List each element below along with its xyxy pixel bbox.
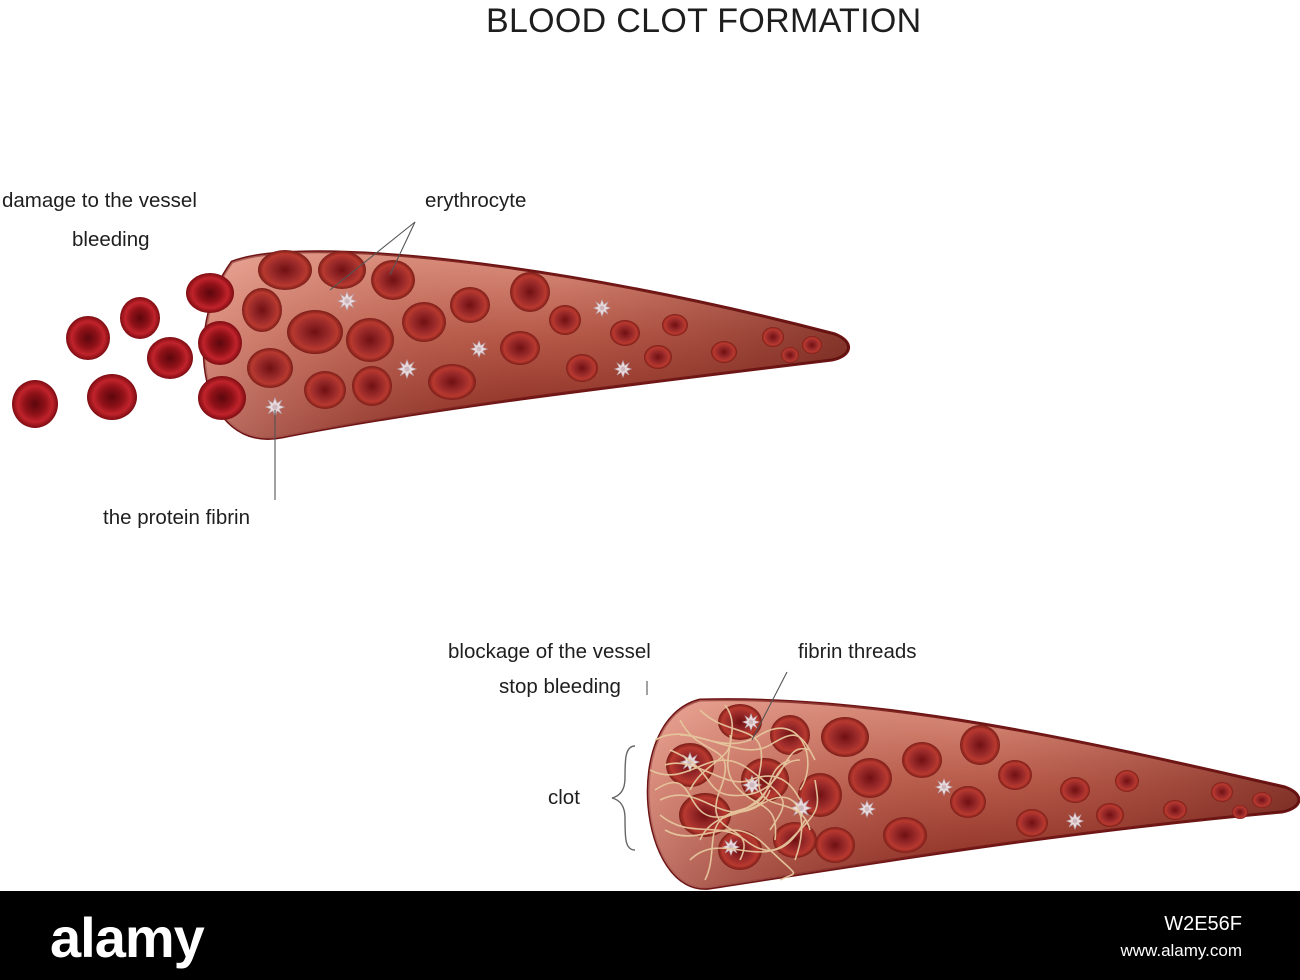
erythrocyte-icon — [1096, 803, 1124, 827]
erythrocyte-icon — [258, 250, 312, 290]
erythrocyte-icon — [247, 348, 293, 388]
label-bleeding: bleeding — [72, 228, 150, 251]
erythrocyte-icon — [450, 287, 490, 323]
erythrocyte-icon — [1060, 777, 1090, 803]
diagram-title: BLOOD CLOT FORMATION — [486, 2, 922, 40]
spilled-erythrocytes — [12, 273, 246, 428]
erythrocyte-icon — [242, 288, 282, 332]
erythrocyte-icon — [87, 374, 137, 420]
platelet-icon — [935, 778, 953, 796]
erythrocyte-icon — [287, 310, 343, 354]
erythrocyte-icon — [848, 758, 892, 798]
erythrocyte-icon — [960, 725, 1000, 765]
platelet-icon — [742, 713, 760, 731]
erythrocyte-icon — [549, 305, 581, 335]
platelet-icon — [1066, 812, 1084, 830]
alamy-logo: alamy — [50, 906, 205, 969]
clot-bracket-icon — [611, 745, 636, 851]
erythrocyte-icon — [428, 364, 476, 400]
erythrocyte-icon — [1252, 792, 1272, 808]
erythrocyte-icon — [610, 320, 640, 346]
erythrocyte-icon — [346, 318, 394, 362]
label-fibrin-threads: fibrin threads — [798, 640, 917, 663]
erythrocyte-icon — [644, 345, 672, 369]
bottom-leader-lines — [646, 671, 788, 741]
erythrocyte-icon — [500, 331, 540, 365]
erythrocyte-icon — [902, 742, 942, 778]
label-stop-bleeding: stop bleeding — [499, 675, 621, 698]
platelet-icon — [470, 340, 488, 358]
erythrocyte-icon — [402, 302, 446, 342]
platelet-icon — [614, 360, 632, 378]
erythrocyte-icon — [198, 376, 246, 420]
label-damage: damage to the vessel — [2, 189, 197, 212]
label-blockage: blockage of the vessel — [448, 640, 651, 663]
erythrocyte-icon — [802, 336, 822, 354]
erythrocyte-icon — [883, 817, 927, 853]
image-id: W2E56F — [1164, 913, 1242, 935]
erythrocyte-icon — [1211, 782, 1233, 802]
erythrocyte-icon — [711, 341, 737, 363]
label-clot: clot — [548, 786, 580, 809]
label-protein-fibrin: the protein fibrin — [103, 506, 251, 529]
bottom-erythrocytes — [666, 704, 1272, 870]
source-url: www.alamy.com — [1120, 941, 1242, 960]
vessel-bottom — [611, 671, 1300, 890]
erythrocyte-icon — [66, 316, 110, 360]
platelet-icon — [722, 838, 740, 856]
erythrocyte-icon — [371, 260, 415, 300]
erythrocyte-icon — [781, 347, 799, 363]
platelet-icon — [337, 291, 357, 311]
erythrocyte-icon — [120, 297, 160, 339]
fibrin-threads-mesh — [649, 704, 819, 881]
platelet-icon — [397, 359, 417, 379]
erythrocyte-icon — [352, 366, 392, 406]
erythrocyte-icon — [198, 321, 242, 365]
erythrocyte-icon — [1016, 809, 1048, 837]
erythrocyte-icon — [304, 371, 346, 409]
inner-erythrocytes — [242, 250, 822, 409]
erythrocyte-icon — [318, 251, 366, 289]
watermark-bar: alamy W2E56F www.alamy.com — [0, 891, 1300, 980]
vessel-top — [12, 221, 850, 500]
erythrocyte-icon — [821, 717, 869, 757]
erythrocyte-icon — [566, 354, 598, 382]
erythrocyte-icon — [1163, 800, 1187, 820]
erythrocyte-icon — [1232, 805, 1248, 819]
top-leader-lines — [274, 221, 416, 500]
platelet-icon — [593, 299, 611, 317]
erythrocyte-icon — [773, 822, 817, 858]
erythrocyte-icon — [815, 827, 855, 863]
erythrocyte-icon — [1115, 770, 1139, 792]
erythrocyte-icon — [798, 773, 842, 817]
erythrocyte-icon — [147, 337, 193, 379]
erythrocyte-icon — [186, 273, 234, 313]
label-erythrocyte: erythrocyte — [425, 189, 527, 212]
erythrocyte-icon — [950, 786, 986, 818]
erythrocyte-icon — [998, 760, 1032, 790]
erythrocyte-icon — [762, 327, 784, 347]
platelet-icon — [858, 800, 876, 818]
erythrocyte-icon — [662, 314, 688, 336]
erythrocyte-icon — [510, 272, 550, 312]
erythrocyte-icon — [12, 380, 58, 428]
